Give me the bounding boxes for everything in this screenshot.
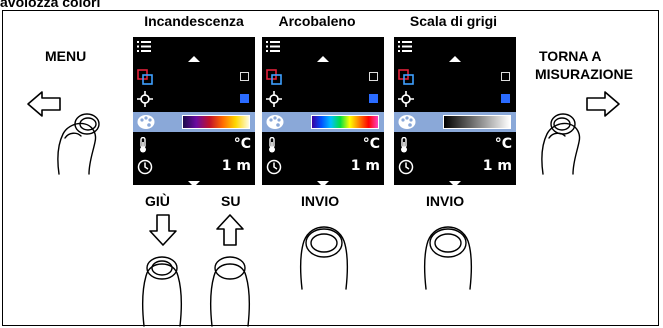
left-arrow-icon [27, 91, 61, 117]
timer-icon [398, 159, 414, 175]
menu-row-timer: 1 m [394, 157, 516, 177]
finger-press-icon [141, 256, 183, 327]
finger-press-icon [209, 256, 251, 327]
crosshair-icon [137, 91, 153, 107]
menu-row-temperature: °C [394, 135, 516, 155]
palette-gradient [443, 115, 511, 129]
crosshair-icon [266, 91, 282, 107]
temperature-unit: °C [494, 136, 512, 152]
overlay-option-icon [501, 72, 510, 81]
finger-press-icon [299, 226, 349, 290]
finger-press-icon [423, 226, 473, 290]
right-arrow-icon [586, 91, 620, 117]
crosshair-option-icon [240, 94, 249, 103]
timer-icon [137, 159, 153, 175]
timer-value: 1 m [221, 158, 251, 174]
screen-arcobaleno: °C 1 m [262, 37, 384, 187]
menu-row-timer: 1 m [262, 157, 384, 177]
return-label-line1: TORNA A [539, 48, 602, 64]
down-arrow-icon [149, 214, 177, 246]
up-button-label: SU [221, 193, 241, 209]
crosshair-icon [398, 91, 414, 107]
timer-icon [266, 159, 282, 175]
overlay-icon [137, 69, 153, 85]
overlay-option-icon [369, 72, 378, 81]
menu-row-overlay [394, 67, 516, 87]
menu-list-icon [398, 41, 412, 52]
page-title: avolozza colori [0, 0, 101, 10]
menu-row-temperature: °C [133, 135, 255, 155]
screen-title-incandescenza: Incandescenza [144, 13, 244, 29]
menu-row-timer: 1 m [133, 157, 255, 177]
overlay-icon [398, 69, 414, 85]
menu-label: MENU [45, 48, 87, 64]
menu-row-crosshair [394, 89, 516, 109]
screen-title-arcobaleno: Arcobaleno [278, 13, 356, 29]
screen-incandescenza: °C 1 m [133, 37, 255, 187]
screen-title-scala-di-grigi: Scala di grigi [409, 13, 498, 29]
palette-gradient [311, 115, 379, 129]
scroll-up-icon [188, 56, 200, 62]
return-label-line2: MISURAZIONE [535, 66, 633, 82]
crosshair-option-icon [369, 94, 378, 103]
menu-row-overlay [133, 67, 255, 87]
menu-row-crosshair [262, 89, 384, 109]
thermometer-icon [140, 137, 146, 153]
enter-button-label-2: INVIO [426, 193, 465, 209]
scroll-up-icon [449, 56, 461, 62]
palette-icon [137, 115, 155, 129]
temperature-unit: °C [362, 136, 380, 152]
palette-icon [266, 115, 284, 129]
screen-scala-di-grigi: °C 1 m [394, 37, 516, 187]
enter-button-label: INVIO [301, 193, 340, 209]
finger-press-icon [541, 113, 581, 175]
menu-row-overlay [262, 67, 384, 87]
timer-value: 1 m [350, 158, 380, 174]
menu-row-palette [394, 112, 516, 132]
menu-row-crosshair [133, 89, 255, 109]
menu-list-icon [137, 41, 151, 52]
crosshair-option-icon [501, 94, 510, 103]
palette-icon [398, 115, 416, 129]
diagram-frame [2, 10, 659, 326]
menu-row-palette [262, 112, 384, 132]
menu-row-temperature: °C [262, 135, 384, 155]
down-button-label: GIÙ [145, 193, 170, 209]
scroll-down-icon [317, 181, 329, 187]
scroll-down-icon [188, 181, 200, 187]
menu-row-palette [133, 112, 255, 132]
overlay-icon [266, 69, 282, 85]
scroll-up-icon [317, 56, 329, 62]
thermometer-icon [401, 137, 407, 153]
overlay-option-icon [240, 72, 249, 81]
finger-press-icon [57, 113, 100, 175]
palette-gradient [182, 115, 250, 129]
scroll-down-icon [449, 181, 461, 187]
thermometer-icon [269, 137, 275, 153]
temperature-unit: °C [233, 136, 251, 152]
up-arrow-icon [216, 214, 244, 246]
timer-value: 1 m [482, 158, 512, 174]
menu-list-icon [266, 41, 280, 52]
